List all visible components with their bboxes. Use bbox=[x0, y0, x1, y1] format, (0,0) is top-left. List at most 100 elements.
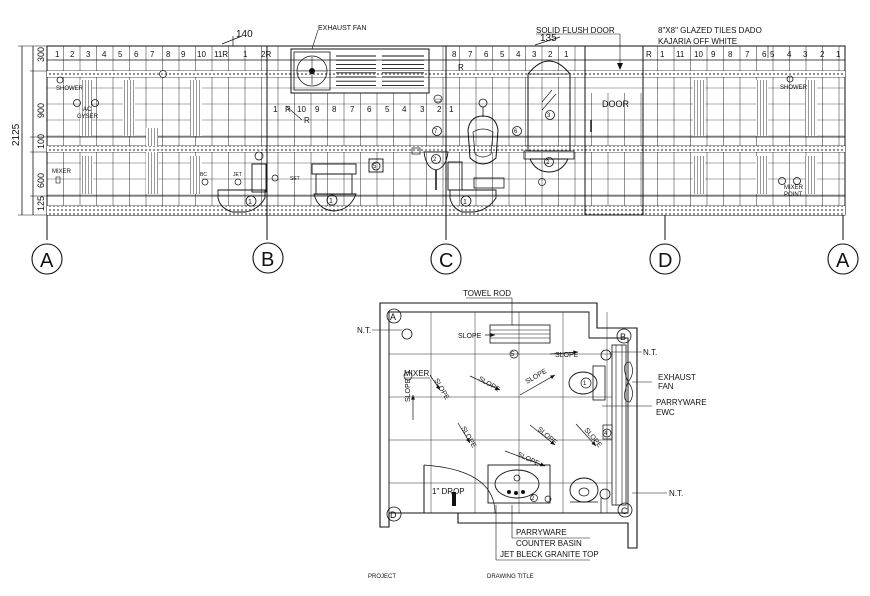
slope-label: SLOPE bbox=[582, 427, 603, 450]
mirror-niche: 3 2 bbox=[523, 60, 575, 173]
dimension-ticks bbox=[18, 45, 47, 216]
bc-label: BC bbox=[200, 172, 207, 178]
r-mark: R bbox=[458, 63, 464, 72]
decorative-tile-columns bbox=[80, 80, 817, 194]
tile-number: 4 bbox=[787, 50, 792, 59]
tile-number: 1 bbox=[660, 50, 665, 59]
svg-text:5: 5 bbox=[373, 164, 377, 170]
gyser-point-icon bbox=[91, 99, 99, 107]
plan-corner-c: C bbox=[621, 506, 628, 516]
dim-600: 600 bbox=[36, 173, 46, 188]
dim-100: 100 bbox=[36, 134, 46, 149]
fan-icon bbox=[296, 55, 328, 87]
svg-text:1: 1 bbox=[583, 381, 587, 387]
slope-label: SLOPE bbox=[432, 378, 450, 402]
tile-number: 8 bbox=[166, 50, 171, 59]
counter-basin-label-2: COUNTER BASIN bbox=[516, 539, 582, 548]
svg-text:1: 1 bbox=[463, 199, 467, 206]
nt-right-top-label: N.T. bbox=[643, 348, 657, 357]
tile-number: 10 bbox=[694, 50, 703, 59]
dim-125: 125 bbox=[36, 196, 46, 211]
project-label: PROJECT bbox=[368, 574, 396, 580]
tile-number: 11R bbox=[214, 50, 228, 59]
plan-corner-d: D bbox=[390, 510, 397, 520]
svg-text:5: 5 bbox=[511, 352, 515, 358]
tile-number: 1 bbox=[564, 50, 569, 59]
tile-number: 2 bbox=[437, 105, 442, 114]
tile-number: 6 bbox=[367, 105, 372, 114]
svg-text:2: 2 bbox=[546, 160, 550, 166]
wc-elevation-left: 1 bbox=[217, 163, 267, 213]
drop-label: 1" DROP bbox=[432, 487, 465, 496]
slope-arrow-icon bbox=[591, 441, 596, 446]
tile-number: 2 bbox=[548, 50, 553, 59]
tiles-label: 8"X8" GLAZED TILES DADO bbox=[658, 26, 762, 35]
tile-number: 5 bbox=[500, 50, 505, 59]
mixer-point-label-2: POINT bbox=[784, 192, 803, 198]
outer-wall bbox=[379, 302, 638, 549]
slope-arrow-icon bbox=[540, 462, 545, 467]
nt-right-bottom-label: N.T. bbox=[669, 489, 683, 498]
tile-number: 2 bbox=[820, 50, 825, 59]
tile-number: 3 bbox=[532, 50, 537, 59]
tile-number: 2R bbox=[261, 50, 271, 59]
slope-arrow-icon bbox=[465, 438, 470, 443]
tile-number: 9 bbox=[711, 50, 716, 59]
mixer-label: MIXER bbox=[404, 369, 430, 378]
svg-text:1: 1 bbox=[248, 199, 252, 206]
mixer-point-label: MIXER bbox=[784, 185, 804, 191]
exhaust-fan-label: EXHAUST FAN bbox=[318, 25, 367, 32]
grid-marker-b: B bbox=[261, 249, 274, 271]
dim-total-2125: 2125 bbox=[11, 123, 22, 146]
tile-number: 4 bbox=[102, 50, 107, 59]
solid-flush-door-label: SOLID FLUSH DOOR bbox=[536, 26, 615, 35]
slope-arrow-icon bbox=[573, 350, 578, 355]
parryware-ewc-label-2: EWC bbox=[656, 408, 675, 417]
counter-basin-plan: 2 bbox=[487, 464, 551, 504]
wc-elevation-center: 1 bbox=[311, 163, 357, 212]
mixer-left-label: MIXER bbox=[52, 169, 72, 175]
tile-number: 5 bbox=[118, 50, 123, 59]
tile-number: 5 bbox=[385, 105, 390, 114]
grid-marker-a-right: A bbox=[836, 250, 850, 272]
drawing-title-label: DRAWING TITLE bbox=[487, 574, 534, 580]
exhaust-fan-unit bbox=[290, 48, 430, 94]
slope-arrow-icon bbox=[550, 375, 555, 379]
tile-number: 9 bbox=[181, 50, 186, 59]
tile-number: 2 bbox=[70, 50, 75, 59]
tile-number: R bbox=[646, 50, 652, 59]
floor-trap-icon bbox=[599, 488, 611, 500]
dim-300: 300 bbox=[36, 47, 46, 62]
tile-number: 6 bbox=[484, 50, 489, 59]
slope-label: SLOPE bbox=[536, 426, 559, 447]
slope-arrow-icon bbox=[550, 440, 555, 445]
svg-text:2: 2 bbox=[433, 157, 437, 163]
plan-corner-a: A bbox=[390, 312, 396, 322]
door-swing bbox=[423, 464, 496, 514]
tile-number: 7 bbox=[745, 50, 750, 59]
slope-label: SLOPE bbox=[555, 352, 579, 359]
shower-point-icon bbox=[56, 76, 64, 84]
gyser-label: GYSER bbox=[77, 114, 99, 120]
shower-left-label: SHOWER bbox=[56, 86, 84, 92]
nt-left-label: N.T. bbox=[357, 326, 371, 335]
wash-basin-elevation: 2 7 bbox=[411, 126, 449, 190]
grid-marker-d: D bbox=[658, 250, 672, 272]
set-label: SET bbox=[290, 176, 300, 182]
door-elevation: DOOR bbox=[584, 45, 644, 216]
slope-label: SLOPE bbox=[405, 378, 412, 402]
dim-900: 900 bbox=[36, 103, 46, 118]
ac-point-icon bbox=[73, 99, 81, 107]
grid-marker-a: A bbox=[40, 250, 54, 272]
floor-trap-icon bbox=[600, 349, 612, 361]
slope-label: SLOPE bbox=[458, 333, 482, 340]
svg-text:6: 6 bbox=[514, 129, 518, 135]
grid-marker-c: C bbox=[439, 250, 453, 272]
urinal-elevation: 6 bbox=[467, 98, 522, 165]
svg-text:2: 2 bbox=[531, 496, 535, 502]
shower-point-icon bbox=[786, 75, 794, 83]
tile-number: 1 bbox=[243, 50, 248, 59]
